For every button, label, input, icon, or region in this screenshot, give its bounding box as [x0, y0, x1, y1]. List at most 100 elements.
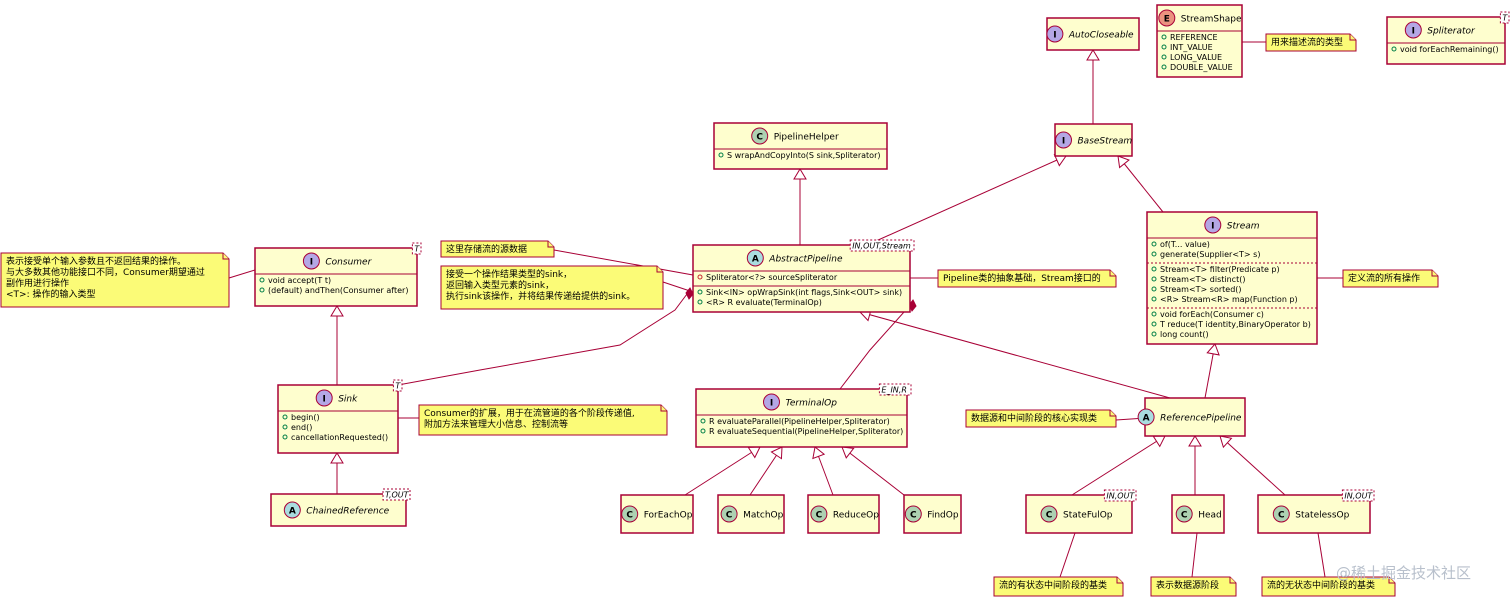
type-param: T	[414, 245, 420, 254]
note-text: 附加方法来管理大小信息、控制流等	[424, 418, 568, 430]
visibility-marker	[1151, 296, 1157, 302]
visibility-marker	[700, 418, 706, 424]
generalization-arrowhead	[770, 446, 783, 460]
class-member: R evaluateSequential(PipelineHelper,Spli…	[709, 427, 903, 436]
note-connector	[662, 281, 694, 293]
note-source-note: 这里存储流的源数据	[440, 240, 555, 258]
class-name: PipelineHelper	[774, 133, 839, 143]
class-member: REFERENCE	[1170, 33, 1218, 42]
visibility-marker	[697, 274, 703, 280]
type-param: T,OUT	[385, 491, 410, 500]
stereotype-letter: C	[910, 511, 917, 521]
visibility-marker	[1161, 54, 1167, 60]
visibility-marker	[1151, 311, 1157, 317]
stereotype-circle	[1175, 505, 1193, 523]
stereotype-letter: A	[752, 255, 759, 265]
stereotype-letter: C	[756, 133, 763, 143]
stereotype-letter: C	[1046, 511, 1053, 521]
note-fold	[1109, 270, 1116, 277]
note-connector	[228, 269, 256, 279]
composition-line	[397, 289, 691, 386]
note-connector	[553, 249, 694, 276]
note-fold	[1116, 577, 1123, 584]
note-connector	[1059, 532, 1076, 578]
stereotype-circle	[751, 127, 769, 145]
visibility-marker	[1151, 276, 1157, 282]
class-name: ChainedReference	[306, 507, 389, 517]
stereotype-letter: I	[310, 258, 313, 268]
class-name: StreamShape	[1181, 15, 1242, 25]
class-member: void forEach(Consumer c)	[1160, 310, 1264, 319]
stereotype-letter: C	[626, 511, 633, 521]
stereotype-circle	[1404, 21, 1422, 39]
visibility-marker	[282, 424, 288, 430]
watermark-text: @稀土掘金技术社区	[1336, 564, 1471, 582]
class-member: begin()	[291, 413, 320, 422]
visibility-marker	[1151, 266, 1157, 272]
stereotype-circle	[1055, 131, 1072, 149]
note-text: 与大多数其他功能接口不同，Consumer期望通过	[6, 266, 205, 278]
class-name: Sink	[338, 395, 358, 405]
note-fold	[1229, 577, 1236, 584]
stereotype-letter: I	[1062, 137, 1065, 147]
note-text: 数据源和中间阶段的核心实现类	[971, 412, 1097, 424]
note-shape	[1150, 576, 1237, 597]
note-text: 定义流的所有操作	[1348, 272, 1420, 284]
class-name: TerminalOp	[786, 399, 838, 409]
class-box	[695, 388, 908, 448]
generalization-arrowhead	[1188, 435, 1202, 447]
visibility-marker	[259, 277, 265, 283]
type-param-box	[1341, 489, 1375, 502]
generalization-line	[841, 446, 905, 496]
note-consumer-note: 表示接受单个输入参数且不返回结果的操作。与大多数其他功能接口不同，Consume…	[0, 252, 230, 308]
note-fold	[1431, 270, 1438, 277]
class-member: generate(Supplier<T> s)	[1160, 250, 1260, 259]
visibility-marker	[259, 287, 265, 293]
type-param: T	[1502, 14, 1508, 23]
class-box	[692, 244, 911, 313]
visibility-marker	[1161, 34, 1167, 40]
stereotype-letter: I	[323, 395, 326, 405]
class-member: Stream<T> distinct()	[1160, 275, 1245, 284]
visibility-marker	[718, 152, 724, 158]
stereotype-letter: E	[1164, 15, 1170, 25]
note-shape	[418, 404, 668, 436]
stereotype-circle	[1272, 505, 1290, 523]
generalization-arrowhead	[1086, 49, 1100, 61]
generalization-line	[1071, 435, 1166, 496]
note-shape	[1342, 269, 1439, 288]
note-pipeline-note: Pipeline类的抽象基础，Stream接口的	[937, 269, 1117, 288]
note-shape	[993, 576, 1124, 597]
note-text: <T>: 操作的输入类型	[6, 288, 95, 300]
stereotype-circle	[621, 505, 639, 523]
generalization-arrowhead	[793, 168, 807, 180]
note-fold	[1109, 410, 1116, 417]
generalization-arrowhead	[1206, 343, 1220, 356]
note-shape	[937, 269, 1117, 288]
class-member: R evaluateParallel(PipelineHelper,Splite…	[709, 417, 890, 426]
class-member: Sink<IN> opWrapSink(int flags,Sink<OUT> …	[706, 288, 902, 297]
stereotype-letter: C	[1278, 511, 1285, 521]
note-sink-note: Consumer的扩展，用于在流管道的各个阶段传递值,附加方法来管理大小信息、控…	[418, 404, 668, 436]
type-param-box	[411, 242, 422, 255]
visibility-marker	[700, 428, 706, 434]
stereotype-circle	[904, 505, 922, 523]
generalization-line	[1219, 435, 1286, 496]
class-member: INT_VALUE	[1170, 43, 1213, 52]
note-ref-pipeline-note: 数据源和中间阶段的核心实现类	[965, 409, 1117, 428]
class-box	[713, 122, 888, 170]
note-shape	[440, 240, 555, 258]
class-member: void accept(T t)	[268, 276, 331, 285]
class-member: T reduce(T identity,BinaryOperator b)	[1159, 320, 1311, 329]
generalization-arrowhead	[330, 305, 344, 317]
